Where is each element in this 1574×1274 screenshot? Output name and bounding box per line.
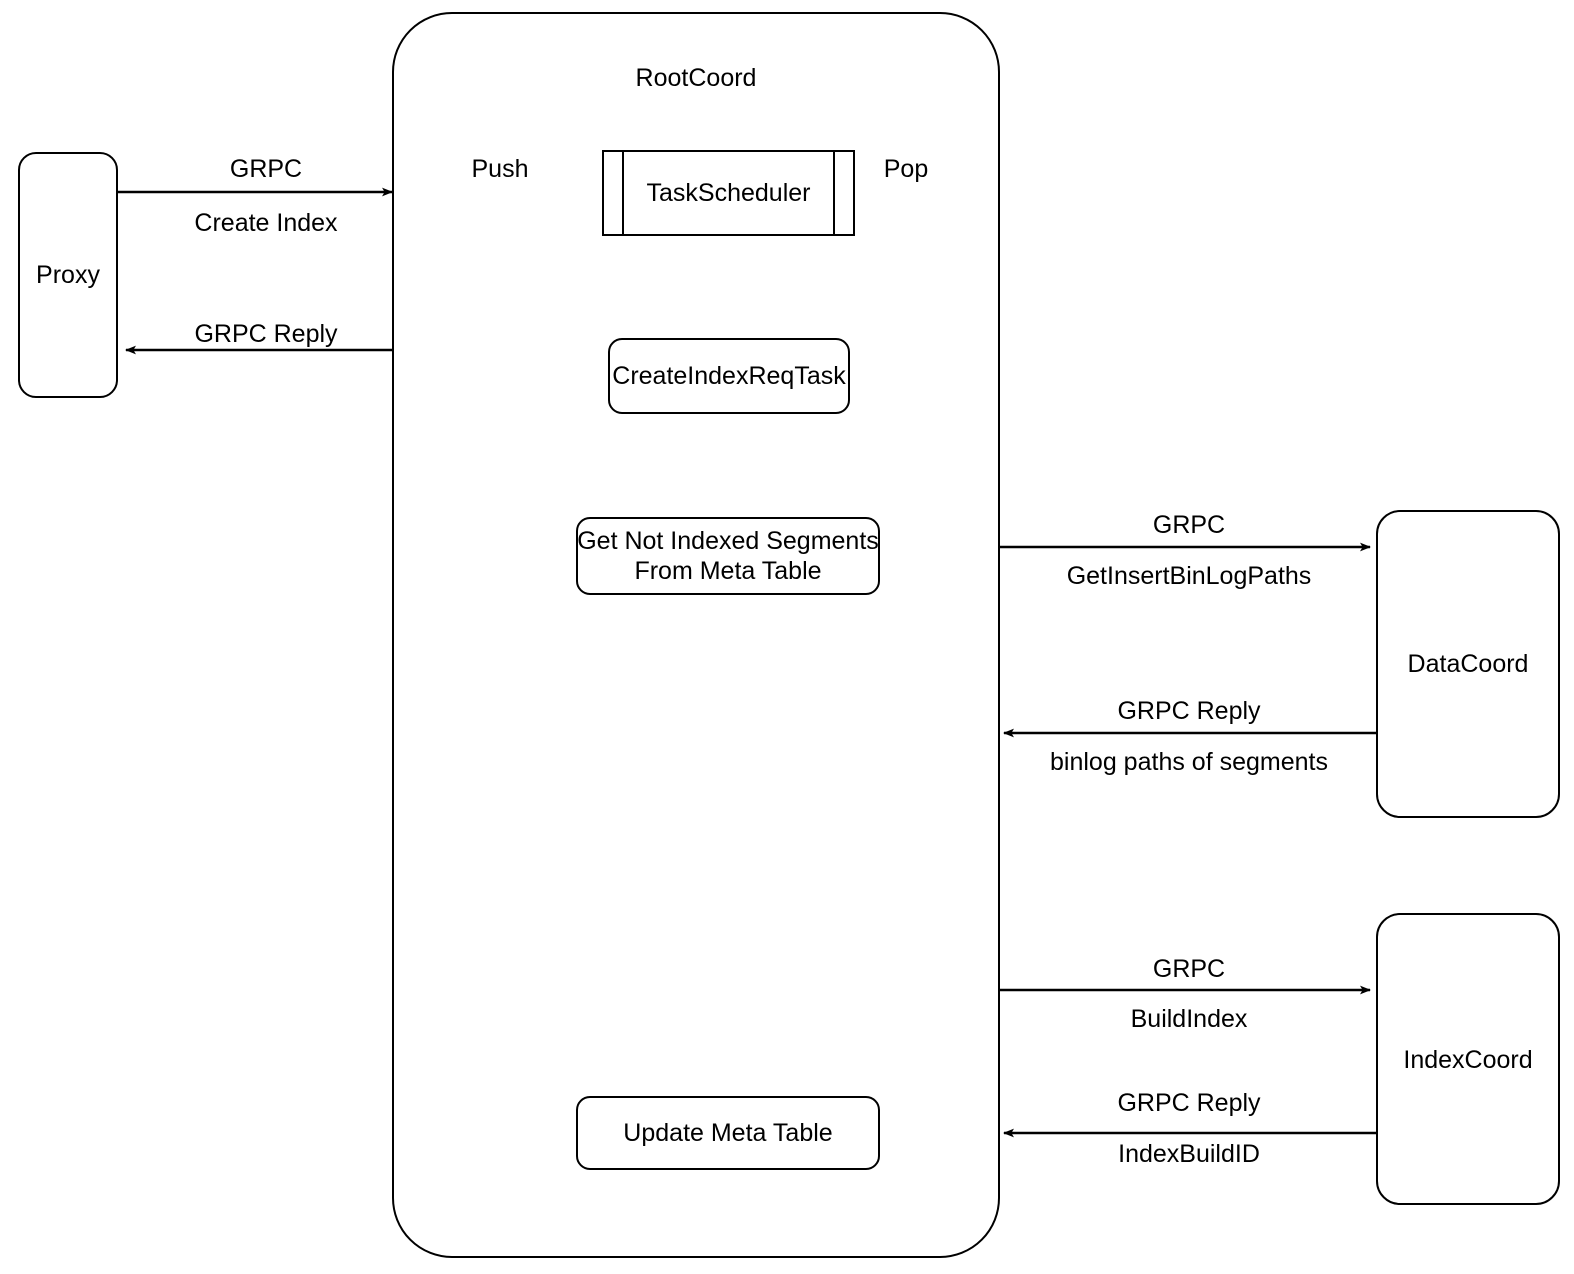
node-proxy[interactable] [18, 152, 118, 398]
node-get-not-indexed-segments[interactable] [576, 517, 880, 595]
queue-divider-right [833, 152, 835, 234]
edge-label-datacoord-to-rootcoord-line2: binlog paths of segments [1050, 748, 1328, 776]
node-datacoord[interactable] [1376, 510, 1560, 818]
node-task-scheduler[interactable] [602, 150, 855, 236]
edge-label-rootcoord-to-proxy: GRPC Reply [194, 320, 338, 348]
edge-label-datacoord-to-rootcoord-line1: GRPC Reply [1117, 697, 1261, 725]
node-create-index-req-task[interactable] [608, 338, 850, 414]
edge-label-proxy-to-rootcoord-line1: GRPC [229, 155, 303, 183]
edge-label-rootcoord-to-indexcoord-line2: BuildIndex [1130, 1005, 1248, 1033]
queue-divider-left [622, 152, 624, 234]
edge-label-proxy-to-rootcoord-line2: Create Index [194, 209, 338, 237]
edge-label-indexcoord-to-rootcoord-line2: IndexBuildID [1118, 1140, 1260, 1168]
edge-label-push: Push [471, 155, 529, 183]
node-update-meta-table[interactable] [576, 1096, 880, 1170]
edge-label-pop: Pop [883, 155, 929, 183]
node-indexcoord[interactable] [1376, 913, 1560, 1205]
edge-label-rootcoord-to-datacoord-line1: GRPC [1152, 511, 1226, 539]
edge-label-rootcoord-to-datacoord-line2: GetInsertBinLogPaths [1066, 562, 1312, 590]
edge-label-indexcoord-to-rootcoord-line1: GRPC Reply [1117, 1089, 1261, 1117]
edge-label-rootcoord-to-indexcoord-line1: GRPC [1152, 955, 1226, 983]
